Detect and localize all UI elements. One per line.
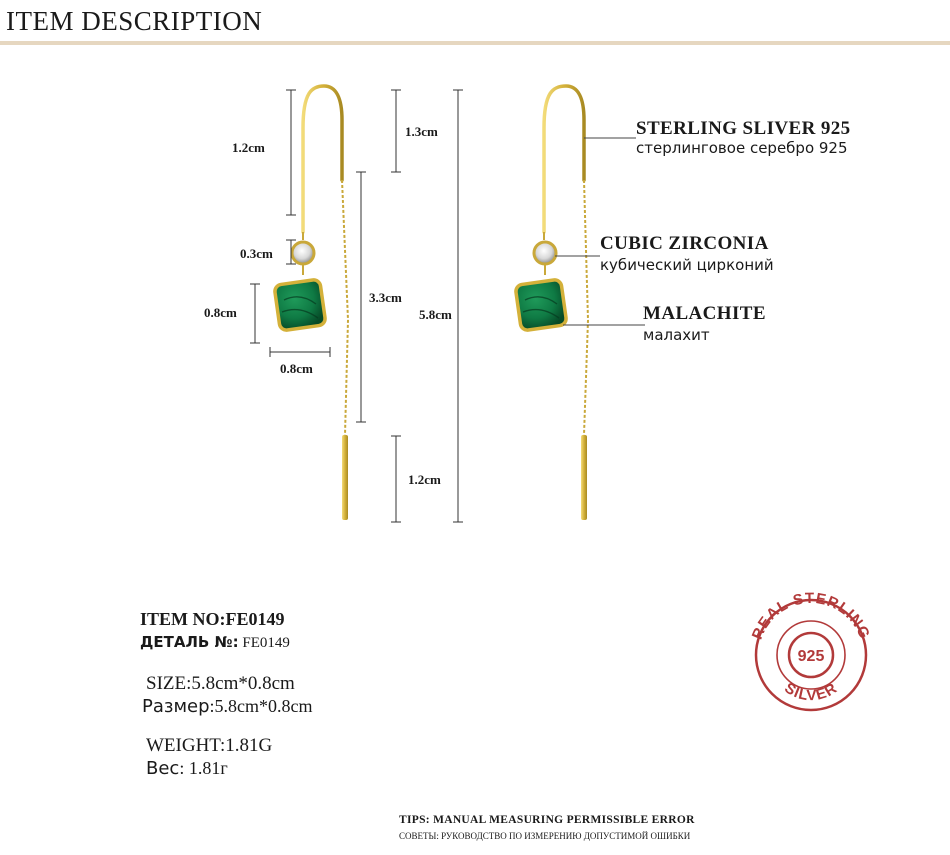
item-number-ru-value: FE0149 [238,635,290,651]
label-zirconia-ru: кубический цирконий [600,256,774,274]
tips-en: TIPS: MANUAL MEASURING PERMISSIBLE ERROR [399,814,695,826]
label-zirconia-en: CUBIC ZIRCONIA [600,233,769,254]
dim-zircon: 0.3cm [240,246,273,261]
right-earring [514,84,590,520]
weight-ru-value: : 1.81г [179,758,228,778]
item-number-en: ITEM NO:FE0149 [140,609,285,629]
left-earring [273,84,350,520]
dim-stone-height: 0.8cm [204,305,237,320]
dimension-lines [250,89,463,523]
dim-bar: 1.2cm [408,472,441,487]
weight-ru: Вес: 1.81г [146,758,228,779]
svg-text:925: 925 [798,648,825,665]
size-ru-value: :5.8cm*0.8cm [209,696,313,716]
weight-en: WEIGHT:1.81G [146,735,273,756]
label-malachite-en: MALACHITE [643,303,766,324]
item-number-ru: ДЕТАЛЬ №: FE0149 [140,633,290,652]
callout-lines [555,137,645,326]
dim-stone-width: 0.8cm [280,361,313,376]
dim-total: 5.8cm [419,307,452,322]
size-ru: Размер:5.8cm*0.8cm [142,696,313,717]
header-divider [0,41,950,45]
weight-ru-key: Вес [146,758,180,779]
size-ru-key: Размер [142,696,210,717]
sterling-silver-stamp: REAL STERLING SILVER 925 [749,590,872,712]
size-en: SIZE:5.8cm*0.8cm [146,673,295,694]
label-malachite-ru: малахит [643,326,710,344]
label-sterling-ru: стерлинговое серебро 925 [636,139,848,157]
item-number-ru-key: ДЕТАЛЬ №: [140,633,239,651]
dim-chain: 3.3cm [369,290,402,305]
label-sterling-en: STERLING SLIVER 925 [636,118,851,139]
header: ITEM DESCRIPTION [0,0,950,46]
dim-hook-height: 1.2cm [232,140,265,155]
page-title: ITEM DESCRIPTION [6,6,263,36]
tips-ru: СОВЕТЫ: РУКОВОДСТВО ПО ИЗМЕРЕНИЮ ДОПУСТИ… [399,831,691,841]
dim-hook-height-right: 1.3cm [405,124,438,139]
